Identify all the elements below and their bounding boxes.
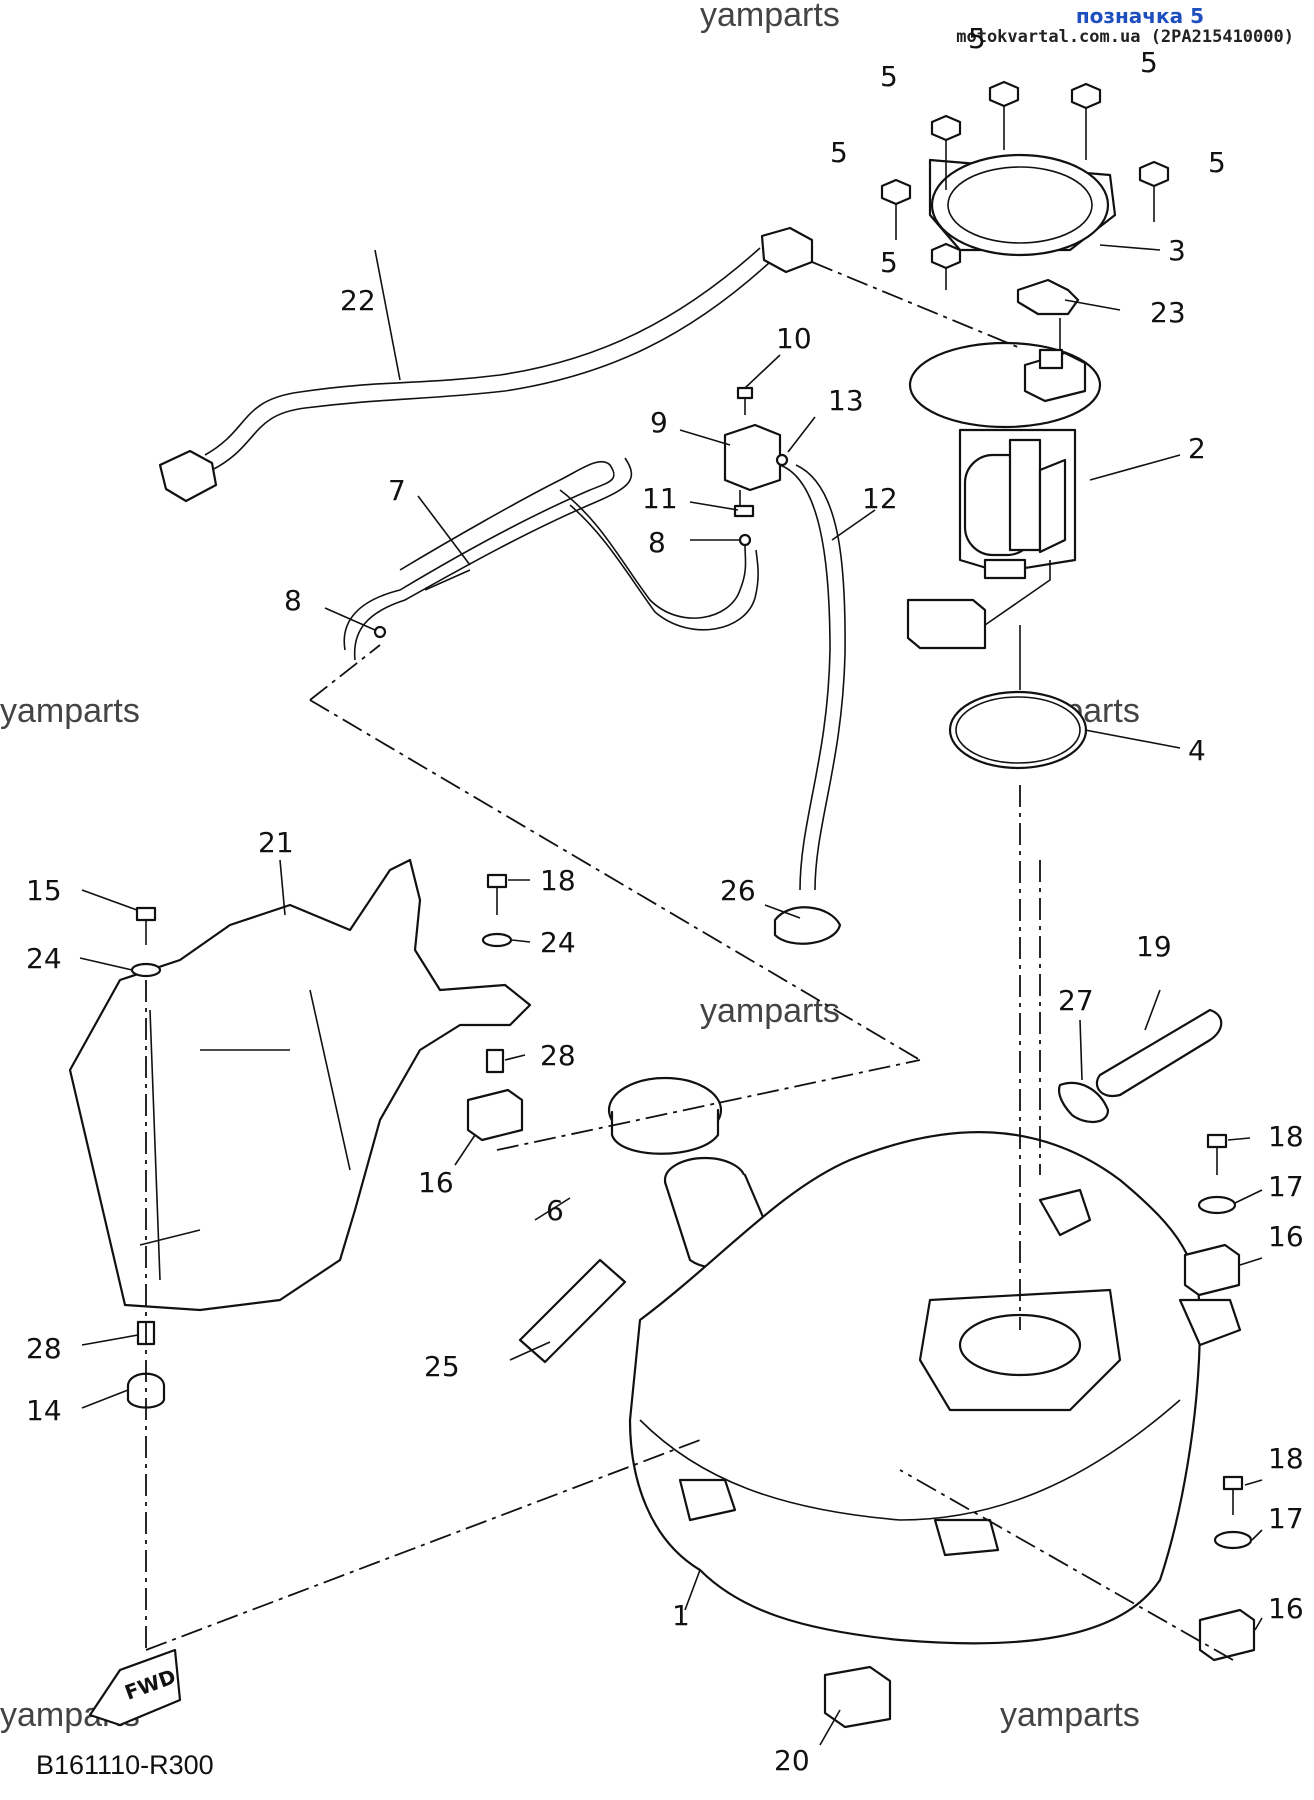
callout-20: 20 xyxy=(774,1744,810,1777)
part-8-clamp xyxy=(373,533,752,639)
callout-19: 19 xyxy=(1136,930,1172,963)
part-12-vent-hose xyxy=(779,464,846,891)
callout-23: 23 xyxy=(1150,296,1186,329)
part-19-protector xyxy=(1095,1008,1223,1098)
callout-8: 8 xyxy=(648,526,666,559)
callout-16: 16 xyxy=(418,1166,454,1199)
part-22-fuel-hose xyxy=(158,226,1021,503)
part-6-fuel-cap xyxy=(607,1076,723,1155)
part-20-clip xyxy=(823,1665,892,1729)
page-label: позначка 5 xyxy=(1075,4,1204,28)
part-25-strip xyxy=(518,1258,627,1364)
part-9-valve xyxy=(723,423,782,505)
callout-6: 6 xyxy=(546,1194,564,1227)
callout-24: 24 xyxy=(26,942,62,975)
part-3-retainer-plate xyxy=(928,153,1117,257)
watermark: yamparts xyxy=(700,0,840,34)
callout-18: 18 xyxy=(540,864,576,897)
assembly-lines xyxy=(145,644,1234,1661)
part-16-grommet xyxy=(466,1088,1256,1662)
callout-28: 28 xyxy=(26,1332,62,1365)
callout-5: 5 xyxy=(968,22,986,55)
fwd-arrow: FWD xyxy=(88,1648,182,1727)
callout-16: 16 xyxy=(1268,1220,1304,1253)
callout-5: 5 xyxy=(830,136,848,169)
callout-14: 14 xyxy=(26,1394,62,1427)
callout-15: 15 xyxy=(26,874,62,907)
part-15-bolt xyxy=(135,906,157,945)
callout-1: 1 xyxy=(672,1599,690,1632)
callout-17: 17 xyxy=(1268,1170,1304,1203)
part-5-nuts xyxy=(880,80,1170,290)
callout-16: 16 xyxy=(1268,1592,1304,1625)
callout-8: 8 xyxy=(284,584,302,617)
callout-11: 11 xyxy=(642,482,678,515)
callout-10: 10 xyxy=(776,322,812,355)
callout-22: 22 xyxy=(340,284,376,317)
source-reference: motokvartal.com.ua (2PA215410000) xyxy=(956,27,1294,47)
callout-17: 17 xyxy=(1268,1502,1304,1535)
part-4-o-ring xyxy=(948,690,1088,770)
callout-3: 3 xyxy=(1168,234,1186,267)
callout-18: 18 xyxy=(1268,1442,1304,1475)
part-27-band xyxy=(1057,1081,1110,1123)
diagram-code: B161110-R300 xyxy=(36,1750,214,1780)
callout-9: 9 xyxy=(650,406,668,439)
part-7-breather-hose xyxy=(343,457,759,661)
callout-numbers: 1 2 3 4 5 5 5 5 5 5 6 7 8 8 9 10 11 12 1… xyxy=(26,22,1304,1777)
part-13-clamp xyxy=(775,453,789,467)
callout-12: 12 xyxy=(862,482,898,515)
callout-13: 13 xyxy=(828,384,864,417)
watermark: yamparts xyxy=(0,692,140,730)
part-26-clamp xyxy=(773,906,842,945)
watermark: yamparts xyxy=(1000,1696,1140,1734)
callout-2: 2 xyxy=(1188,432,1206,465)
callout-26: 26 xyxy=(720,874,756,907)
callout-5: 5 xyxy=(1140,46,1158,79)
callout-27: 27 xyxy=(1058,984,1094,1017)
part-23-connector xyxy=(1016,278,1080,360)
callout-21: 21 xyxy=(258,826,294,859)
callout-24: 24 xyxy=(540,926,576,959)
callout-18: 18 xyxy=(1268,1120,1304,1153)
part-2-fuel-pump xyxy=(906,341,1102,690)
leader-lines xyxy=(79,244,1263,1746)
part-10-bolt xyxy=(736,386,754,415)
callout-5: 5 xyxy=(1208,146,1226,179)
watermark: yamparts xyxy=(700,992,840,1030)
callout-28: 28 xyxy=(540,1039,576,1072)
callout-5: 5 xyxy=(880,246,898,279)
part-24-washer xyxy=(130,932,513,978)
part-21-side-cover xyxy=(68,858,532,1312)
callout-5: 5 xyxy=(880,60,898,93)
part-11-clip xyxy=(733,504,755,518)
part-17-washer xyxy=(1197,1195,1253,1550)
callout-4: 4 xyxy=(1188,734,1206,767)
part-1-fuel-tank xyxy=(628,1131,1242,1645)
part-18-bolt xyxy=(486,873,1244,1515)
callout-25: 25 xyxy=(424,1350,460,1383)
callout-7: 7 xyxy=(388,474,406,507)
